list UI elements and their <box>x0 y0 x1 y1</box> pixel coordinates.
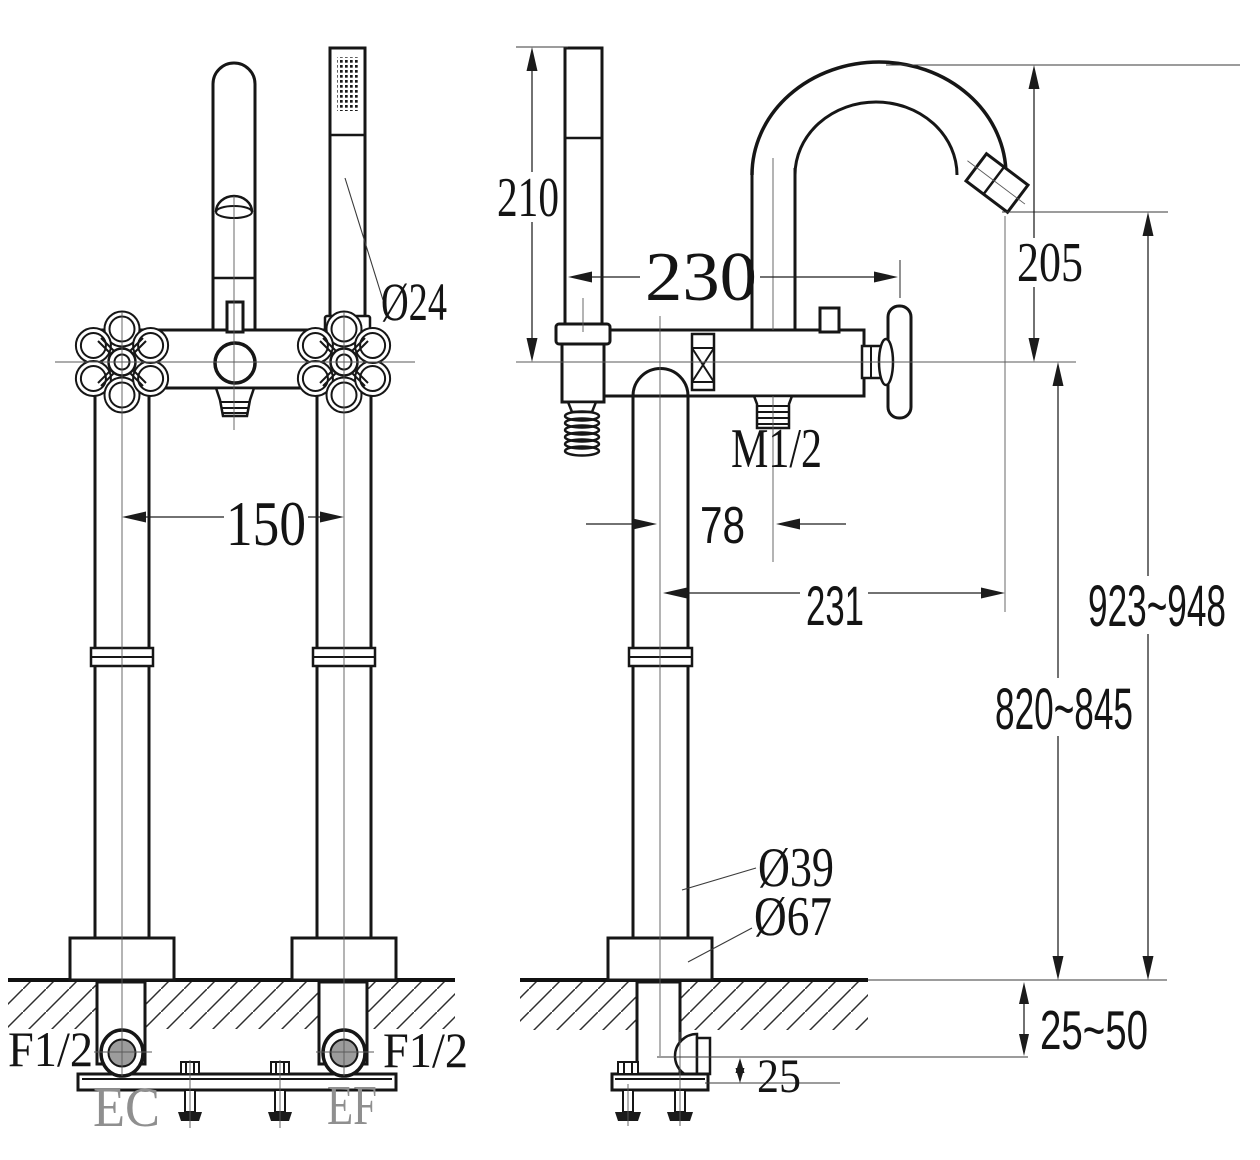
hand-shower-side <box>563 46 604 332</box>
body-stub <box>818 306 841 334</box>
dim-25-50-label: 25~50 <box>1040 999 1148 1061</box>
dim-205-label: 205 <box>1017 232 1083 294</box>
pipe-below-floor-side <box>635 980 682 1077</box>
ground-hatch-side <box>520 982 868 1030</box>
labels: 150 Ø24 210 230 205 M1/2 78 231 923~948 … <box>8 167 1226 1139</box>
inlet-hot-label: EF <box>327 1075 377 1137</box>
diverter-stem <box>225 300 245 334</box>
leader-dia39 <box>681 867 757 891</box>
dim-25-label: 25 <box>757 1050 801 1103</box>
spout-arc-inner <box>793 100 959 176</box>
dim-231-label: 231 <box>806 574 864 637</box>
ground-hatch-front <box>8 982 455 1029</box>
diverter-ball <box>213 341 257 385</box>
floor-and-ground <box>8 982 868 1030</box>
dim-210-label: 210 <box>497 167 559 229</box>
thread-f12-left-label: F1/2 <box>8 1021 93 1077</box>
inlet-cold-label: EC <box>93 1077 160 1139</box>
dim-150-label: 150 <box>226 488 306 559</box>
valve-body-side <box>602 328 866 398</box>
leader-dia67 <box>687 927 753 963</box>
dim-923-948-label: 923~948 <box>1088 574 1226 639</box>
dim-230-label: 230 <box>645 239 757 316</box>
pipe-dome <box>631 367 690 397</box>
dia-67-label: Ø67 <box>754 886 832 948</box>
shower-nozzle-grid <box>337 57 358 111</box>
shower-hose-coil <box>563 410 601 457</box>
shower-holder-side <box>560 342 606 404</box>
leader-dia24 <box>344 177 384 301</box>
front-view <box>8 46 455 1121</box>
spout-arc-outer <box>750 60 1008 176</box>
thread-m12-label: M1/2 <box>731 418 822 480</box>
dia-24-label: Ø24 <box>381 272 447 332</box>
mounting-plate-side <box>610 1072 710 1092</box>
spout-tip <box>963 151 1031 215</box>
dia-39-label: Ø39 <box>758 837 834 899</box>
dim-78-label: 78 <box>700 497 745 555</box>
thread-f12-right-label: F1/2 <box>383 1022 468 1078</box>
center-lines <box>55 158 1076 1128</box>
dimensions <box>122 46 1240 1084</box>
dim-820-845-label: 820~845 <box>995 677 1133 742</box>
